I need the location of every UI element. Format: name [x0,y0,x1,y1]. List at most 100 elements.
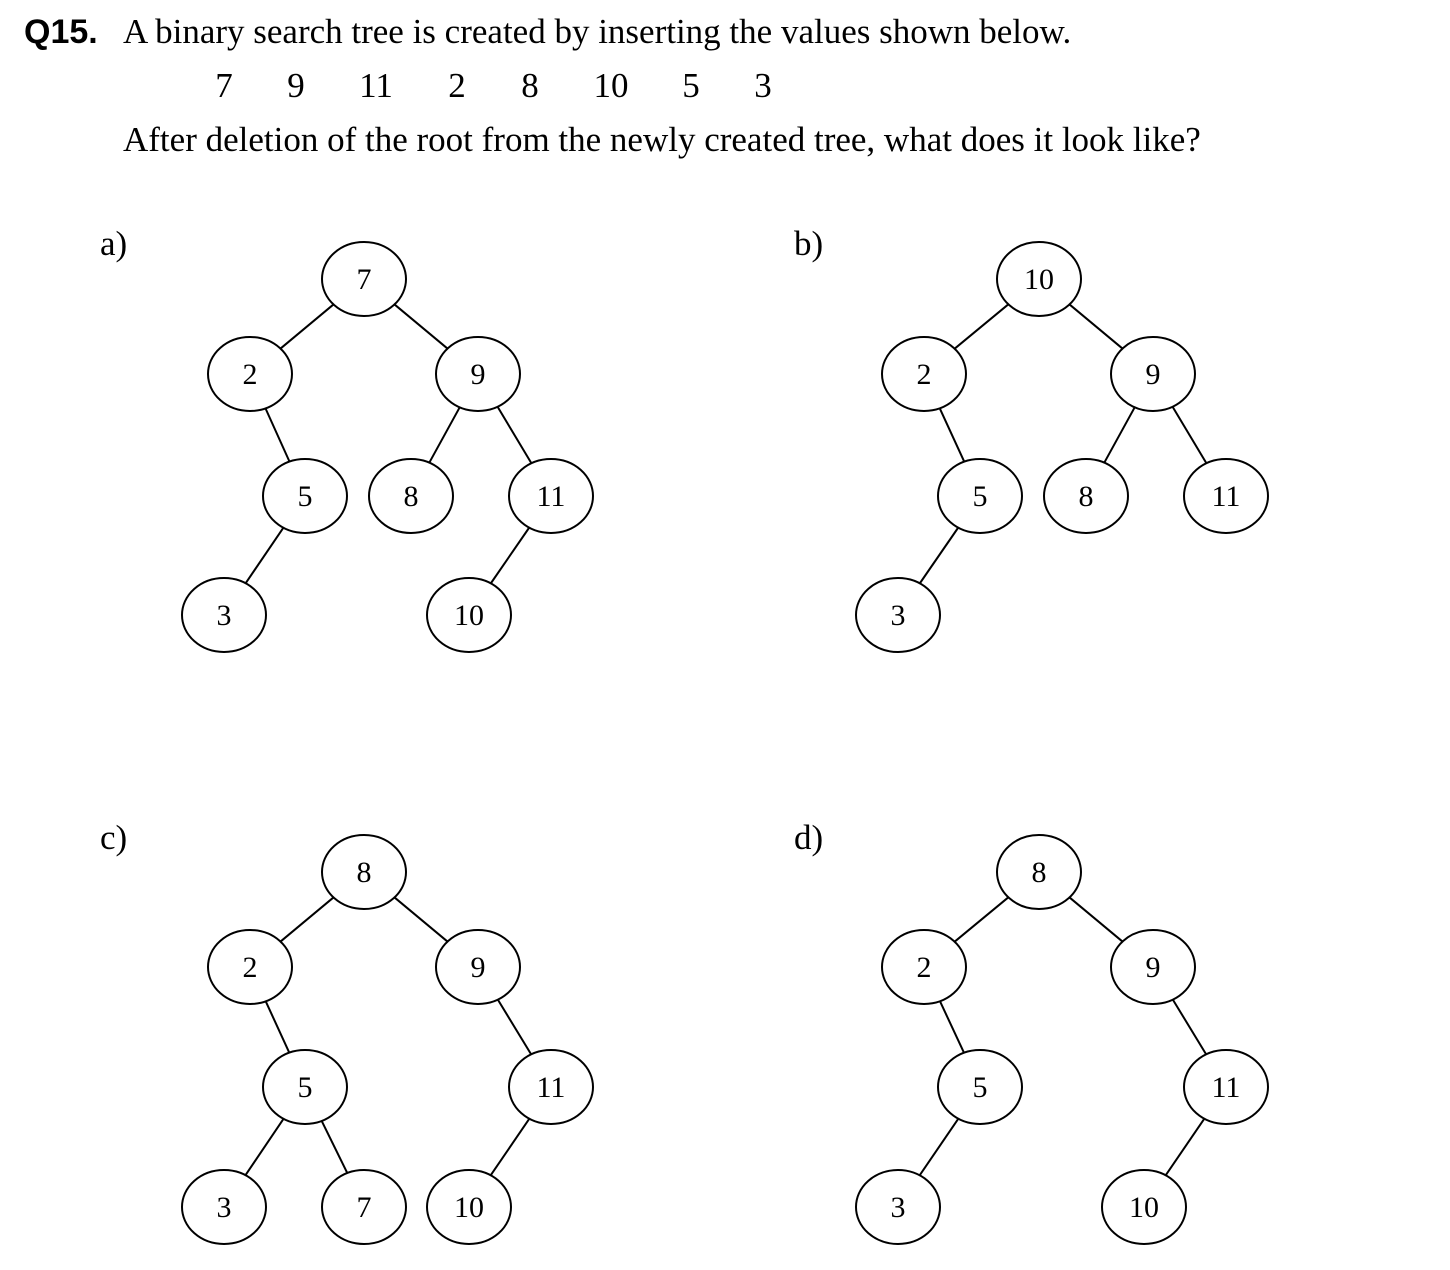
tree-edge [244,527,285,584]
tree-node: 8 [321,834,407,910]
tree-edge [279,896,335,943]
tree-edge [918,527,960,584]
question-subtext: After deletion of the root from the newl… [123,120,1201,159]
tree-edge [264,407,291,463]
tree-node-circle [207,336,293,412]
option-d-tree: 8 2 9 5 11 3 10 [855,834,1269,1245]
tree-node-value: 10 [1129,1191,1159,1224]
tree-node-value: 10 [454,599,484,632]
tree-node-value: 5 [298,1071,313,1104]
insert-value: 7 [215,66,233,105]
tree-edge [954,303,1009,350]
tree-edge [954,896,1009,943]
tree-node-value: 2 [243,951,258,984]
tree-edge [938,407,966,463]
tree-edge [496,406,533,464]
tree-node-value: 8 [1032,856,1047,889]
tree-node: 10 [426,1169,512,1245]
tree-node-value: 3 [217,1191,232,1224]
insert-value: 10 [593,66,629,105]
tree-node-value: 7 [357,1191,372,1224]
tree-node-value: 7 [357,263,372,296]
tree-node: 5 [262,1049,348,1125]
tree-node: 9 [1110,929,1196,1005]
tree-edge [1171,999,1208,1055]
tree-edge [1068,896,1124,943]
tree-node-circle [262,1049,348,1125]
tree-edge [244,1118,285,1176]
option-a-label: a) [100,224,128,263]
tree-node: 8 [996,834,1082,910]
insert-value: 11 [359,66,393,105]
tree-node: 10 [1101,1169,1187,1245]
tree-node-circle [996,834,1082,910]
tree-node-circle [1043,458,1129,534]
insert-value: 2 [448,66,466,105]
tree-node-value: 2 [243,358,258,391]
tree-edge [264,1000,291,1054]
tree-node-circle [368,458,454,534]
tree-node-value: 9 [1146,358,1161,391]
tree-node-value: 9 [1146,951,1161,984]
tree-node-circle [855,1169,941,1245]
tree-node: 3 [855,1169,941,1245]
tree-node-value: 3 [891,1191,906,1224]
tree-node: 9 [1110,336,1196,412]
tree-node-value: 3 [891,599,906,632]
tree-node: 2 [881,336,967,412]
tree-node-circle [937,458,1023,534]
tree-node-circle [1183,1049,1269,1125]
tree-node-value: 11 [1212,480,1241,513]
tree-node-circle [508,458,594,534]
tree-node: 7 [321,241,407,317]
tree-node-value: 9 [471,951,486,984]
tree-node-value: 5 [298,480,313,513]
tree-node: 11 [1183,1049,1269,1125]
tree-edge [1171,406,1208,464]
tree-node-circle [1110,929,1196,1005]
tree-node: 9 [435,929,521,1005]
tree-node-circle [321,241,407,317]
tree-node-circle [207,929,293,1005]
tree-edge [320,1120,349,1174]
tree-node: 11 [508,458,594,534]
tree-node-value: 5 [973,480,988,513]
tree-edge [489,527,531,584]
option-a-tree: 7 2 9 5 8 11 3 10 [181,241,594,653]
tree-node-circle [181,1169,267,1245]
tree-node: 3 [855,577,941,653]
tree-node-circle [937,1049,1023,1125]
tree-node: 3 [181,577,267,653]
tree-node-circle [426,577,512,653]
tree-node-value: 8 [357,856,372,889]
tree-node-value: 10 [454,1191,484,1224]
tree-node-circle [262,458,348,534]
option-d-label: d) [794,818,824,857]
tree-node: 9 [435,336,521,412]
tree-node-circle [181,577,267,653]
tree-node: 3 [181,1169,267,1245]
tree-edge [1068,303,1124,350]
tree-node-circle [321,834,407,910]
tree-edge [918,1118,960,1176]
tree-node-value: 11 [1212,1071,1241,1104]
tree-node: 5 [937,458,1023,534]
tree-node: 8 [368,458,454,534]
tree-edge [393,896,449,943]
tree-node: 5 [937,1049,1023,1125]
tree-node: 2 [881,929,967,1005]
option-c-label: c) [100,818,128,857]
tree-edge [393,303,449,350]
tree-node-value: 11 [537,480,566,513]
tree-node-value: 9 [471,358,486,391]
tree-node: 2 [207,336,293,412]
tree-node-circle [426,1169,512,1245]
insert-value: 8 [521,66,539,105]
tree-node-value: 10 [1024,263,1054,296]
question-text: A binary search tree is created by inser… [123,12,1072,51]
insert-values: 7 9 11 2 8 10 5 3 [0,64,1450,108]
option-b-label: b) [794,224,824,263]
tree-node-value: 5 [973,1071,988,1104]
tree-node: 5 [262,458,348,534]
